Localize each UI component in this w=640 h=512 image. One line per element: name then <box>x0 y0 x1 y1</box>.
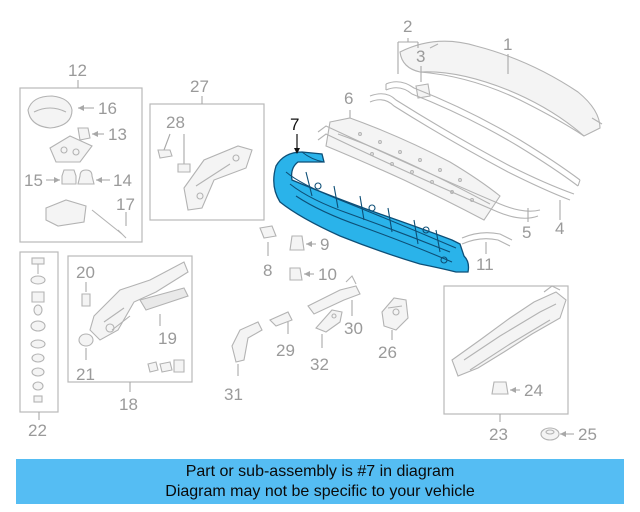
callout-25: 25 <box>578 425 597 444</box>
callout-15: 15 <box>24 171 43 190</box>
part-8-pad <box>259 225 277 239</box>
part-7-highlighted <box>273 151 470 273</box>
part-2-seal <box>385 81 581 187</box>
callout-23: 23 <box>489 425 508 444</box>
part-14-grommet <box>77 169 95 185</box>
part-1-panel <box>399 40 603 137</box>
group-box-23 <box>443 285 569 422</box>
callout-31: 31 <box>224 385 243 404</box>
callout-10: 10 <box>318 265 337 284</box>
info-banner: Part or sub-assembly is #7 in diagram Di… <box>16 459 624 504</box>
callout-32: 32 <box>310 355 329 374</box>
callout-16: 16 <box>98 99 117 118</box>
group-box-27 <box>149 96 265 221</box>
callout-7: 7 <box>290 115 299 134</box>
part-16-cover <box>27 95 73 129</box>
callout-6: 6 <box>344 89 353 108</box>
callout-20: 20 <box>76 263 95 282</box>
part-4-seal <box>369 93 575 201</box>
callout-22: 22 <box>28 421 47 440</box>
callout-8: 8 <box>263 261 272 280</box>
callout-2: 2 <box>403 17 412 36</box>
callout-5: 5 <box>522 223 531 242</box>
callout-26: 26 <box>378 343 397 362</box>
callout-29: 29 <box>276 341 295 360</box>
part-24-clip <box>491 381 509 395</box>
part-10-bumper <box>289 267 303 281</box>
part-32-bracket <box>315 309 343 333</box>
part-22-stack <box>30 257 46 403</box>
part-31-bracket <box>231 321 263 363</box>
callout-12: 12 <box>68 61 87 80</box>
callout-9: 9 <box>320 235 329 254</box>
part-29-bracket <box>269 311 293 327</box>
banner-line-1: Part or sub-assembly is #7 in diagram <box>185 463 455 480</box>
part-15-nut <box>61 169 77 185</box>
part-26-latch <box>381 297 409 331</box>
part-20-bolt <box>81 293 91 307</box>
callout-18: 18 <box>119 395 138 414</box>
part-21-grommet <box>78 333 94 347</box>
callout-21: 21 <box>76 365 95 384</box>
group-box-22 <box>19 251 59 420</box>
part-5-strip <box>317 125 541 219</box>
part-28-bolts <box>157 149 191 173</box>
part-23-duct <box>451 285 567 377</box>
part-19-arm <box>89 261 189 341</box>
group-box-12 <box>19 80 143 243</box>
banner-line-2: Diagram may not be specific to your vehi… <box>165 483 475 500</box>
part-12-bracket <box>49 135 93 163</box>
callout-4: 4 <box>555 219 564 238</box>
callout-11: 11 <box>476 255 494 274</box>
callout-13: 13 <box>108 125 127 144</box>
part-13-clip <box>77 127 91 141</box>
part-27-bracket <box>183 145 253 211</box>
callout-24: 24 <box>524 381 543 400</box>
callout-3: 3 <box>416 47 425 66</box>
callout-17: 17 <box>116 195 135 214</box>
callout-19: 19 <box>158 329 177 348</box>
part-25-plug <box>540 427 560 441</box>
callout-14: 14 <box>113 171 132 190</box>
part-30-bracket <box>307 275 361 315</box>
part-18-parts <box>147 359 185 373</box>
callout-27: 27 <box>190 77 209 96</box>
callout-1: 1 <box>503 35 512 54</box>
group-box-18 <box>67 255 193 392</box>
callout-30: 30 <box>344 319 363 338</box>
part-17-cable <box>45 199 127 239</box>
callout-28: 28 <box>166 113 185 132</box>
part-9-stopper <box>289 235 305 251</box>
part-11-seal <box>461 232 513 247</box>
parts-diagram: 12 16 13 15 14 17 27 28 <box>19 17 603 444</box>
part-3-clip <box>415 83 431 99</box>
